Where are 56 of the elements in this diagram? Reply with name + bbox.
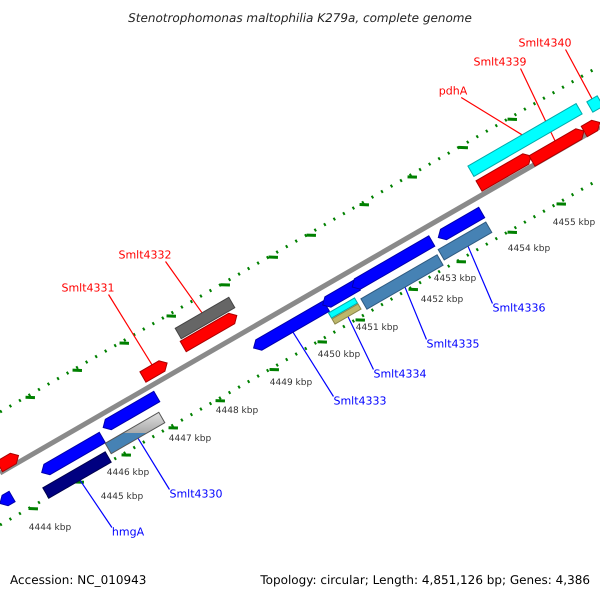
leader-line [80, 480, 112, 528]
gene-label: Smlt4332 [118, 248, 172, 262]
gene-block [102, 390, 160, 430]
gene-bar [104, 412, 166, 454]
tick-label: 4449 kbp [270, 378, 312, 388]
tick-label: 4446 kbp [106, 468, 150, 478]
gene-block [139, 360, 168, 383]
gene-block [41, 432, 106, 476]
tick-label: 4448 kbp [216, 406, 258, 416]
gene-label: Smlt4335 [426, 338, 480, 350]
leader-line [137, 438, 170, 490]
gene-label: Smlt4339 [473, 56, 527, 68]
gene-label: Smlt4336 [492, 302, 546, 314]
gene-bar [174, 296, 236, 340]
leader-line [165, 261, 202, 314]
gene-label: pdhA [438, 84, 468, 98]
leader-line [347, 316, 374, 370]
gene-block [528, 128, 585, 167]
gene-label: Smlt4331 [61, 282, 115, 294]
gene-label: Smlt4340 [518, 36, 572, 50]
gene-label: Smlt4334 [373, 368, 427, 380]
gene-block [0, 490, 16, 506]
genome-info-text: Topology: circular; Length: 4,851,126 bp; Genes: 4,386 [260, 573, 590, 587]
tick-label: 4451 kbp [356, 323, 398, 333]
gene-block [475, 153, 532, 192]
title: Stenotrophomonas maltophilia K279a, complete genome [128, 11, 472, 25]
gene-block [0, 452, 20, 472]
gene-block [322, 279, 361, 308]
gene-bar [438, 221, 492, 261]
leader-line [292, 332, 334, 397]
gene-bar [328, 297, 358, 319]
leader-line [467, 246, 494, 304]
gene-block [180, 312, 238, 352]
accession-text: Accession: NC_010943 [10, 573, 146, 587]
gene-label: Smlt4333 [333, 394, 387, 408]
leader-line [460, 96, 522, 136]
gene-bar [331, 303, 362, 325]
gene-block [352, 235, 436, 290]
tick-label: 4445 kbp [100, 492, 144, 502]
tick-label: 4454 kbp [508, 244, 550, 254]
tick-label: 4455 kbp [552, 218, 596, 228]
leader-line [108, 294, 153, 366]
gene-bar [467, 102, 583, 178]
tick-label: 4450 kbp [318, 350, 360, 360]
gene-block [438, 206, 486, 240]
gene-label: hmgA [112, 526, 144, 538]
gene-label: Smlt4330 [169, 488, 223, 500]
leader-line [565, 49, 593, 100]
leader-line [404, 286, 428, 340]
gene-block [580, 120, 600, 138]
tick-label: 4452 kbp [420, 295, 464, 305]
gene-bar [586, 95, 600, 113]
gene-block [252, 300, 330, 351]
tick-label: 4447 kbp [168, 434, 212, 444]
tick-label: 4444 kbp [28, 523, 72, 533]
tick-label: 4453 kbp [434, 274, 476, 284]
